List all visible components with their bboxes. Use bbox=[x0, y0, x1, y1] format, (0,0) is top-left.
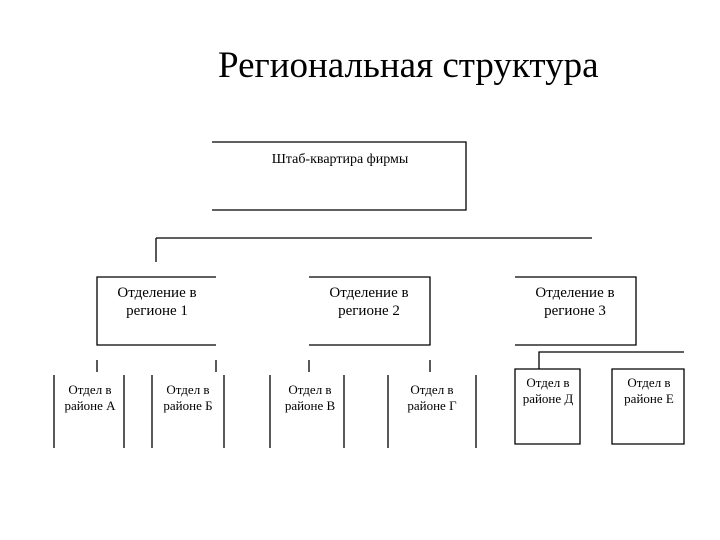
region-1-line2: регионе 1 bbox=[126, 303, 188, 319]
region-3-label: Отделение в регионе 3 bbox=[517, 284, 633, 320]
hq-box bbox=[212, 141, 467, 211]
district-g-line2: районе Г bbox=[407, 397, 457, 413]
region-2-box bbox=[309, 276, 431, 346]
district-d-line1: Отдел в bbox=[526, 375, 570, 390]
district-a-line2: районе А bbox=[64, 397, 116, 413]
district-a-box bbox=[53, 375, 125, 448]
district-ticks bbox=[96, 360, 431, 372]
district-v-line2: районе В bbox=[284, 397, 336, 413]
region-2-line2: регионе 2 bbox=[338, 303, 400, 319]
district-g-box bbox=[387, 375, 477, 448]
district-a-line1: Отдел в bbox=[68, 382, 112, 397]
region-2-line1: Отделение в bbox=[329, 285, 409, 301]
district-e-box bbox=[611, 368, 685, 445]
district-g-line1: Отдел в bbox=[410, 382, 454, 397]
district-e-label: Отдел в районе Е bbox=[614, 375, 684, 406]
district-v-line1: Отдел в bbox=[288, 382, 332, 397]
district-v-box bbox=[269, 375, 345, 448]
district-b-line2: районе Б bbox=[163, 397, 213, 413]
region-1-box bbox=[96, 276, 216, 346]
region-3-connector bbox=[538, 351, 684, 369]
page-title: Региональная структура bbox=[218, 45, 599, 86]
district-d-label: Отдел в районе Д bbox=[516, 375, 580, 406]
hq-connector-line bbox=[155, 237, 592, 262]
region-3-line2: регионе 3 bbox=[544, 303, 606, 319]
hq-label: Штаб-квартира фирмы bbox=[271, 152, 409, 167]
region-1-line1: Отделение в bbox=[117, 285, 197, 301]
district-d-box bbox=[514, 368, 581, 445]
region-2-label: Отделение в регионе 2 bbox=[311, 284, 427, 320]
region-3-box bbox=[515, 276, 637, 346]
region-3-line1: Отделение в bbox=[535, 285, 615, 301]
district-b-line1: Отдел в bbox=[166, 382, 210, 397]
district-b-label: Отдел в районе Б bbox=[154, 382, 222, 413]
district-b-box bbox=[151, 375, 225, 448]
district-e-line1: Отдел в bbox=[627, 375, 671, 390]
district-a-label: Отдел в районе А bbox=[56, 382, 124, 413]
region-1-label: Отделение в регионе 1 bbox=[100, 284, 214, 320]
district-v-label: Отдел в районе В bbox=[276, 382, 344, 413]
district-d-line2: районе Д bbox=[522, 390, 574, 406]
district-g-label: Отдел в районе Г bbox=[396, 382, 468, 413]
district-e-line2: районе Е bbox=[624, 390, 674, 406]
